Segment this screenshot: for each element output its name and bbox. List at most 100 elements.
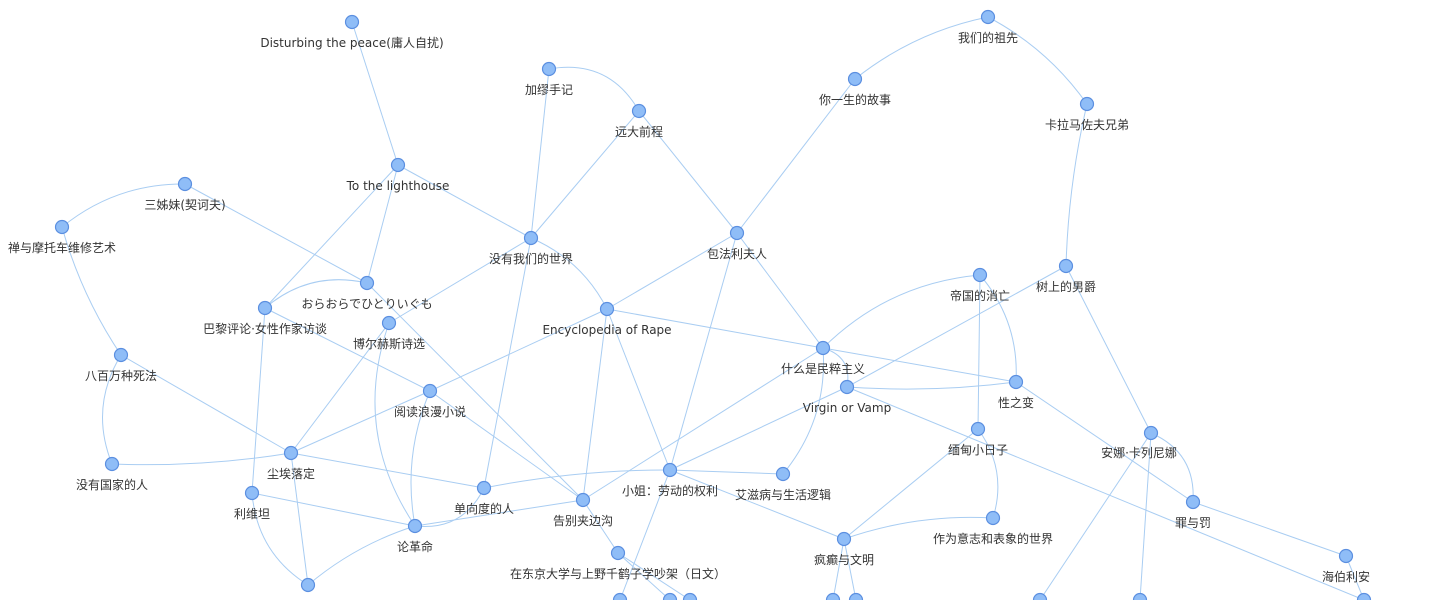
graph-node-n18[interactable]: 八百万种死法 xyxy=(85,347,157,384)
graph-node-n32[interactable]: 罪与罚 xyxy=(1175,494,1211,531)
graph-node-n38[interactable] xyxy=(1356,592,1372,600)
node-circle[interactable] xyxy=(1079,96,1095,112)
node-circle[interactable] xyxy=(631,103,647,119)
node-circle[interactable] xyxy=(244,485,260,501)
graph-node-n2[interactable]: 加缪手记 xyxy=(525,61,573,98)
node-circle[interactable] xyxy=(980,9,996,25)
node-circle[interactable] xyxy=(381,315,397,331)
node-circle[interactable] xyxy=(300,577,316,593)
graph-node-n31[interactable]: 告别夹边沟 xyxy=(553,492,613,529)
node-circle[interactable] xyxy=(848,592,864,600)
graph-node-n21[interactable]: 性之变 xyxy=(998,374,1034,411)
graph-node-n14[interactable]: おらおらでひとりいぐも xyxy=(301,275,433,312)
node-circle[interactable] xyxy=(1032,592,1048,600)
node-circle[interactable] xyxy=(825,592,841,600)
graph-node-n7[interactable]: To the lighthouse xyxy=(346,157,450,194)
node-circle[interactable] xyxy=(972,267,988,283)
node-circle[interactable] xyxy=(836,531,852,547)
node-circle[interactable] xyxy=(1185,494,1201,510)
node-circle[interactable] xyxy=(177,176,193,192)
node-circle[interactable] xyxy=(662,462,678,478)
graph-node-n40[interactable] xyxy=(612,592,628,600)
node-circle[interactable] xyxy=(1143,425,1159,441)
graph-node-n20[interactable]: Virgin or Vamp xyxy=(803,379,891,416)
graph-node-n26[interactable]: 尘埃落定 xyxy=(267,445,315,482)
graph-node-n27[interactable]: 小姐：劳动的权利 xyxy=(622,462,718,499)
graph-node-n25[interactable]: 没有国家的人 xyxy=(76,456,148,493)
node-circle[interactable] xyxy=(815,340,831,356)
node-circle[interactable] xyxy=(113,347,129,363)
node-circle[interactable] xyxy=(257,300,273,316)
node-circle[interactable] xyxy=(104,456,120,472)
graph-node-n46[interactable] xyxy=(662,592,678,600)
node-circle[interactable] xyxy=(344,14,360,30)
graph-node-n19[interactable]: 什么是民粹主义 xyxy=(781,340,865,377)
graph-node-n6[interactable]: 卡拉马佐夫兄弟 xyxy=(1045,96,1129,133)
graph-node-n13[interactable]: 树上的男爵 xyxy=(1036,258,1096,295)
graph-node-n1[interactable]: Disturbing the peace(庸人自扰) xyxy=(260,14,444,51)
node-circle[interactable] xyxy=(1008,374,1024,390)
graph-node-n4[interactable]: 我们的祖先 xyxy=(958,9,1018,46)
graph-node-n35[interactable]: 疯癫与文明 xyxy=(814,531,874,568)
node-label: 我们的祖先 xyxy=(958,30,1018,45)
node-circle[interactable] xyxy=(612,592,628,600)
graph-node-n42[interactable] xyxy=(848,592,864,600)
node-circle[interactable] xyxy=(476,480,492,496)
graph-node-n33[interactable]: 作为意志和表象的世界 xyxy=(933,510,1053,547)
graph-node-n15[interactable]: 巴黎评论·女性作家访谈 xyxy=(203,300,327,337)
graph-node-n22[interactable]: 阅读浪漫小说 xyxy=(394,383,466,420)
node-circle[interactable] xyxy=(54,219,70,235)
node-circle[interactable] xyxy=(775,466,791,482)
graph-node-n23[interactable]: 缅甸小日子 xyxy=(948,421,1008,458)
node-circle[interactable] xyxy=(1338,548,1354,564)
graph-node-n43[interactable] xyxy=(1032,592,1048,600)
graph-node-n45[interactable] xyxy=(682,592,698,600)
node-circle[interactable] xyxy=(1132,592,1148,600)
node-circle[interactable] xyxy=(523,230,539,246)
graph-node-n28[interactable]: 艾滋病与生活逻辑 xyxy=(735,466,831,503)
node-circle[interactable] xyxy=(662,592,678,600)
node-circle[interactable] xyxy=(985,510,1001,526)
node-circle[interactable] xyxy=(390,157,406,173)
node-circle[interactable] xyxy=(541,61,557,77)
graph-node-n29[interactable]: 利维坦 xyxy=(234,485,270,522)
node-label: 树上的男爵 xyxy=(1036,279,1096,294)
node-circle[interactable] xyxy=(847,71,863,87)
graph-edge-n18-n26 xyxy=(120,354,292,454)
node-circle[interactable] xyxy=(359,275,375,291)
graph-node-n17[interactable]: Encyclopedia of Rape xyxy=(542,301,672,338)
graph-node-n3[interactable]: 远大前程 xyxy=(615,103,663,140)
graph-node-n41[interactable] xyxy=(825,592,841,600)
graph-node-n16[interactable]: 博尔赫斯诗选 xyxy=(353,315,425,352)
node-circle[interactable] xyxy=(970,421,986,437)
graph-node-n8[interactable]: 三姊妹(契诃夫) xyxy=(144,176,226,213)
graph-node-n34[interactable]: 论革命 xyxy=(397,518,433,555)
graph-node-n10[interactable]: 没有我们的世界 xyxy=(489,230,573,267)
graph-node-n9[interactable]: 禅与摩托车维修艺术 xyxy=(8,219,116,256)
graph-edge-n31-n34 xyxy=(414,499,584,527)
node-circle[interactable] xyxy=(839,379,855,395)
graph-node-n11[interactable]: 包法利夫人 xyxy=(707,225,767,262)
node-circle[interactable] xyxy=(729,225,745,241)
node-circle[interactable] xyxy=(422,383,438,399)
node-circle[interactable] xyxy=(682,592,698,600)
graph-node-n30[interactable]: 单向度的人 xyxy=(454,480,514,517)
graph-node-n37[interactable]: 海伯利安 xyxy=(1322,548,1370,585)
graph-node-n44[interactable] xyxy=(1132,592,1148,600)
node-circle[interactable] xyxy=(1356,592,1372,600)
graph-node-n36[interactable]: 在东京大学与上野千鹤子学吵架（日文） xyxy=(510,545,726,582)
graph-edge-n7-n15 xyxy=(264,164,399,309)
graph-edge-n24-n44 xyxy=(1139,432,1152,600)
node-circle[interactable] xyxy=(575,492,591,508)
graph-node-n24[interactable]: 安娜·卡列尼娜 xyxy=(1101,425,1177,461)
graph-node-n12[interactable]: 帝国的消亡 xyxy=(950,267,1010,304)
node-circle[interactable] xyxy=(599,301,615,317)
graph-node-n39[interactable] xyxy=(300,577,316,593)
graph-node-n5[interactable]: 你一生的故事 xyxy=(819,71,891,108)
node-circle[interactable] xyxy=(1058,258,1074,274)
node-circle[interactable] xyxy=(407,518,423,534)
node-circle[interactable] xyxy=(610,545,626,561)
node-circle[interactable] xyxy=(283,445,299,461)
